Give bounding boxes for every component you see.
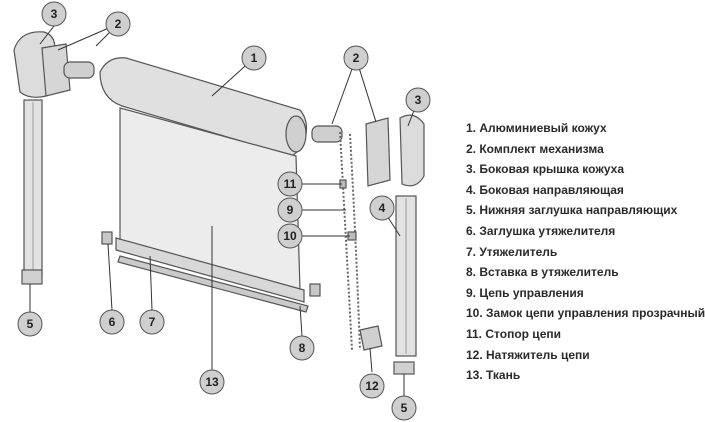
callout-2-right-label: 2 [353, 51, 360, 65]
callout-6: 6 [99, 309, 125, 335]
callout-3-left: 3 [41, 1, 67, 27]
callout-8: 8 [289, 335, 315, 361]
control-chain [339, 131, 361, 351]
callout-1-label: 1 [251, 51, 258, 65]
callout-6-label: 6 [109, 315, 116, 329]
callout-2-right: 2 [343, 45, 369, 71]
left-mechanism-spring [63, 61, 95, 79]
legend-item: 3. Боковая крышка кожуха [466, 162, 624, 177]
callout-1: 1 [241, 45, 267, 71]
weight-end-cap-right [309, 283, 321, 297]
weight-end-cap-left [101, 231, 113, 245]
callout-8-label: 8 [299, 341, 306, 355]
callout-4-label: 4 [379, 201, 386, 215]
legend-item: 9. Цепь управления [466, 285, 584, 300]
callout-4: 4 [369, 195, 395, 221]
callout-13-label: 13 [205, 375, 219, 389]
legend-item: 12. Натяжитель цепи [466, 347, 590, 362]
callout-7: 7 [139, 309, 165, 335]
legend-item: 6. Заглушка утяжелителя [466, 223, 616, 238]
bottom-weight [115, 237, 305, 303]
housing-end [285, 115, 307, 153]
callout-7-label: 7 [149, 315, 156, 329]
legend-item: 4. Боковая направляющая [466, 182, 624, 197]
callout-5-right: 5 [391, 395, 417, 421]
callout-12-label: 12 [365, 379, 379, 393]
right-mechanism [365, 117, 391, 187]
legend-item: 1. Алюминиевый кожух [466, 121, 607, 135]
callout-3-left-label: 3 [51, 7, 58, 21]
left-bottom-plug [21, 269, 43, 285]
callout-11-label: 11 [284, 177, 297, 191]
callout-5-left-label: 5 [27, 317, 34, 331]
right-side-cover [399, 114, 425, 187]
legend-item: 8. Вставка в утяжелитель [466, 265, 619, 280]
callout-5-right-label: 5 [401, 401, 408, 415]
legend-item: 10. Замок цепи управления прозрачный [466, 306, 705, 321]
left-mechanism [41, 43, 71, 97]
callout-9: 9 [277, 197, 303, 223]
callout-5-left: 5 [17, 311, 43, 337]
legend-item: 2. Комплект механизма [466, 141, 604, 156]
right-mechanism-spring [311, 125, 343, 143]
right-bottom-plug [393, 361, 415, 375]
callout-3-right-label: 3 [415, 93, 422, 107]
callout-3-right: 3 [405, 87, 431, 113]
legend-item: 7. Утяжелитель [466, 244, 558, 259]
callout-9-label: 9 [287, 203, 294, 217]
callout-11: 11 [277, 171, 303, 197]
callout-13: 13 [199, 369, 225, 395]
parts-legend: 1. Алюминиевый кожух 2. Комплект механиз… [466, 118, 705, 386]
cassette-housing [99, 57, 308, 157]
chain-tensioner [359, 325, 383, 351]
legend-item: 11. Стопор цепи [466, 326, 561, 341]
callout-2-left: 2 [105, 11, 131, 37]
legend-item: 13. Ткань [466, 368, 521, 383]
callout-2-left-label: 2 [115, 17, 122, 31]
weight-insert [117, 255, 309, 313]
callout-10-label: 10 [283, 229, 297, 243]
callout-10: 10 [277, 223, 303, 249]
legend-item: 5. Нижняя заглушка направляющих [466, 203, 678, 218]
callout-12: 12 [359, 373, 385, 399]
